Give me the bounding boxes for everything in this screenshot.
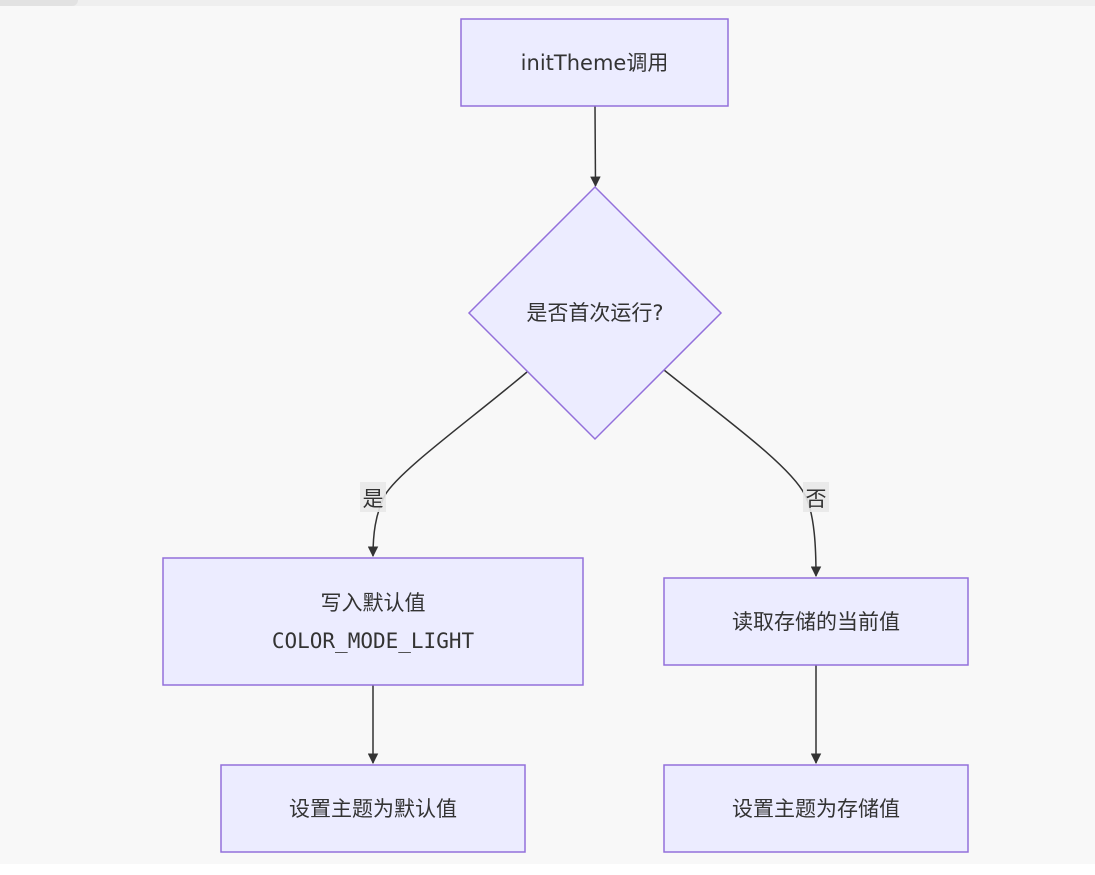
node-set-default[interactable]: 设置主题为默认值 <box>220 764 526 853</box>
edge-label-no-text: 否 <box>806 487 827 511</box>
top-toolbar-strip <box>0 0 1095 6</box>
node-write-default-line1: 写入默认值 <box>321 591 426 615</box>
edges <box>367 105 822 765</box>
node-set-stored[interactable]: 设置主题为存储值 <box>663 764 969 853</box>
node-start[interactable]: initTheme调用 <box>460 18 729 107</box>
node-write-default-line2: COLOR_MODE_LIGHT <box>272 629 475 653</box>
node-read-stored-label: 读取存储的当前值 <box>732 610 900 634</box>
edge-start-to-decision <box>590 105 601 188</box>
edge-decision-to-write-default <box>367 371 528 558</box>
node-set-stored-label: 设置主题为存储值 <box>732 797 900 821</box>
bottom-strip <box>0 864 1095 875</box>
edge-decision-to-read-stored <box>663 369 822 578</box>
node-start-label: initTheme调用 <box>521 51 669 75</box>
node-read-stored[interactable]: 读取存储的当前值 <box>663 577 969 666</box>
node-set-default-label: 设置主题为默认值 <box>289 797 457 821</box>
node-write-default[interactable]: 写入默认值 COLOR_MODE_LIGHT <box>162 557 584 686</box>
toolbar-tab[interactable] <box>0 0 78 6</box>
node-decision-label: 是否首次运行? <box>526 301 663 325</box>
edge-label-yes-text: 是 <box>363 487 384 511</box>
edge-label-no: 否 <box>803 482 829 512</box>
node-decision[interactable]: 是否首次运行? <box>467 185 723 441</box>
edge-label-yes: 是 <box>360 482 386 512</box>
